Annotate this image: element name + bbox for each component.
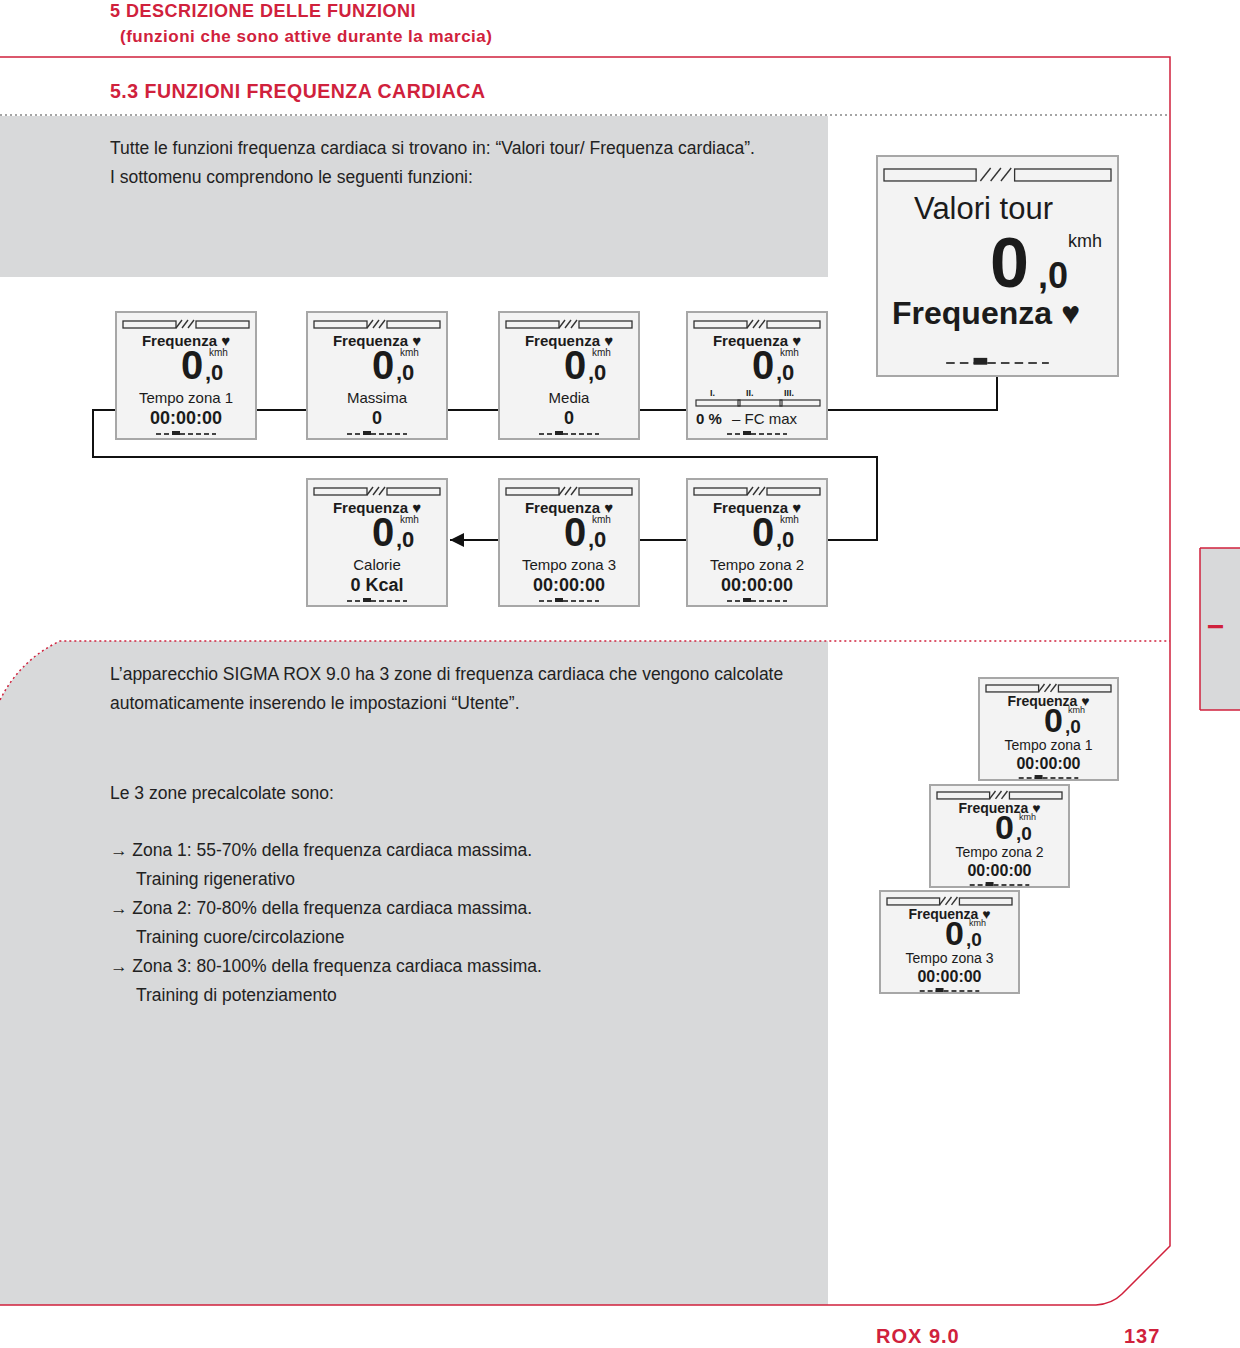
- lcd-screen: Frequenza ♥0,0kmhTempo zona 100:00:00: [978, 677, 1119, 781]
- side-tab-border: [1199, 548, 1201, 710]
- side-tab: [1200, 548, 1240, 710]
- screen-text: kmh: [592, 347, 611, 359]
- screen-text: III.: [784, 388, 794, 398]
- screen-text: I.: [710, 388, 715, 398]
- screen-text: kmh: [400, 514, 419, 526]
- screen-text: Tempo zona 1: [117, 389, 255, 406]
- screen-text: ,0: [776, 527, 794, 552]
- body-text: → Zona 1: 55-70% della frequenza cardiac…: [110, 836, 532, 865]
- screen-text: 0: [990, 223, 1029, 304]
- screen-text: Media: [500, 389, 638, 406]
- screen-text: Tempo zona 2: [688, 556, 826, 573]
- lcd-screen: Frequenza ♥0,0kmhTempo zona 300:00:00: [498, 478, 640, 607]
- screen-text: 0: [945, 914, 964, 953]
- grey-panel: [0, 641, 828, 1305]
- lcd-screen: Frequenza ♥0,0kmhCalorie0 Kcal: [306, 478, 448, 607]
- screen-text: 00:00:00: [931, 862, 1068, 880]
- lcd-screen: Frequenza ♥0,0kmhTempo zona 100:00:00: [115, 311, 257, 440]
- screen-text: ,0: [205, 360, 223, 385]
- flow-connector: [257, 409, 306, 411]
- screen-text: Valori tour: [914, 191, 1053, 227]
- lcd-screen: Frequenza ♥0,0kmhMedia0: [498, 311, 640, 440]
- screen-text: ,0: [588, 360, 606, 385]
- lcd-screen: Frequenza ♥0,0kmhTempo zona 200:00:00: [686, 478, 828, 607]
- body-text: → Zona 2: 70-80% della frequenza cardiac…: [110, 894, 532, 923]
- screen-text: 0: [564, 342, 586, 388]
- screen-text: kmh: [592, 514, 611, 526]
- screen-text: Frequenza ♥: [892, 295, 1080, 332]
- body-text: Tutte le funzioni frequenza cardiaca si …: [110, 134, 760, 192]
- screen-text: 0: [372, 342, 394, 388]
- screen-text: Tempo zona 3: [881, 950, 1018, 966]
- screen-text: 0 Kcal: [308, 575, 446, 596]
- flow-connector: [640, 409, 686, 411]
- page-header: 5 DESCRIZIONE DELLE FUNZIONI: [110, 0, 416, 22]
- screen-text: 0: [752, 509, 774, 555]
- screen-text: kmh: [1068, 705, 1085, 715]
- page-footer: ROX 9.0: [876, 1322, 960, 1348]
- screen-text: 0 %: [696, 410, 722, 427]
- body-text: → Zona 3: 80-100% della frequenza cardia…: [110, 952, 542, 981]
- screen-text: ,0: [966, 929, 982, 951]
- screen-text: ,0: [1016, 823, 1032, 845]
- screen-text: 00:00:00: [881, 968, 1018, 986]
- body-text: Le 3 zone precalcolate sono:: [110, 779, 334, 808]
- screen-text: Massima: [308, 389, 446, 406]
- lcd-screen: Frequenza ♥0,0kmhTempo zona 200:00:00: [929, 784, 1070, 888]
- flow-connector: [448, 409, 498, 411]
- screen-text: ,0: [396, 527, 414, 552]
- page-footer: 137: [1124, 1322, 1160, 1348]
- screen-text: kmh: [400, 347, 419, 359]
- screen-text: II.: [746, 388, 754, 398]
- body-text: L’apparecchio SIGMA ROX 9.0 ha 3 zone di…: [110, 660, 810, 718]
- lcd-screen: Frequenza ♥0,0kmhMassima0: [306, 311, 448, 440]
- screen-text: 0: [500, 408, 638, 429]
- screen-text: Tempo zona 3: [500, 556, 638, 573]
- screen-text: ,0: [588, 527, 606, 552]
- flow-connector: [828, 377, 997, 410]
- screen-text: 0: [1044, 701, 1063, 740]
- screen-text: 00:00:00: [980, 755, 1117, 773]
- language-tab: I: [1201, 623, 1230, 629]
- dotted-separator: [0, 114, 1170, 116]
- side-tab-border: [1200, 547, 1240, 549]
- screen-text: Tempo zona 1: [980, 737, 1117, 753]
- screen-text: kmh: [1068, 231, 1102, 252]
- body-text: Training cuore/circolazione: [136, 923, 344, 952]
- screen-text: ,0: [396, 360, 414, 385]
- section-title: 5.3 FUNZIONI FREQUENZA CARDIACA: [110, 78, 486, 104]
- screen-text: 0: [752, 342, 774, 388]
- screen-text: kmh: [969, 918, 986, 928]
- lcd-screen: Valori tour0,0kmhFrequenza ♥: [876, 155, 1119, 377]
- screen-text: kmh: [780, 347, 799, 359]
- screen-text: 0: [308, 408, 446, 429]
- lcd-screen: Frequenza ♥0,0kmhTempo zona 300:00:00: [879, 890, 1020, 994]
- screen-text: 00:00:00: [500, 575, 638, 596]
- screen-text: ,0: [1065, 716, 1081, 738]
- screen-text: 00:00:00: [117, 408, 255, 429]
- flow-connector: [450, 539, 498, 541]
- page-header: (funzioni che sono attive durante la mar…: [120, 26, 492, 48]
- screen-text: – FC max: [732, 410, 797, 427]
- screen-text: kmh: [1019, 812, 1036, 822]
- screen-text: 0: [564, 509, 586, 555]
- screen-text: ,0: [776, 360, 794, 385]
- screen-text: ,0: [1038, 255, 1068, 296]
- screen-text: 0: [372, 509, 394, 555]
- screen-text: kmh: [209, 347, 228, 359]
- screen-text: 0: [181, 342, 203, 388]
- screen-text: kmh: [780, 514, 799, 526]
- body-text: Training di potenziamento: [136, 981, 337, 1010]
- screen-text: 0: [995, 808, 1014, 847]
- screen-text: Calorie: [308, 556, 446, 573]
- screen-text: Tempo zona 2: [931, 844, 1068, 860]
- lcd-screen: Frequenza ♥0,0kmhI.II.III.0 %– FC max: [686, 311, 828, 440]
- screen-text: 00:00:00: [688, 575, 826, 596]
- page-frame: [0, 57, 1170, 1305]
- flow-connector: [640, 539, 686, 541]
- body-text: Training rigenerativo: [136, 865, 295, 894]
- grey-panel: [0, 116, 828, 277]
- side-tab-border: [1200, 709, 1240, 711]
